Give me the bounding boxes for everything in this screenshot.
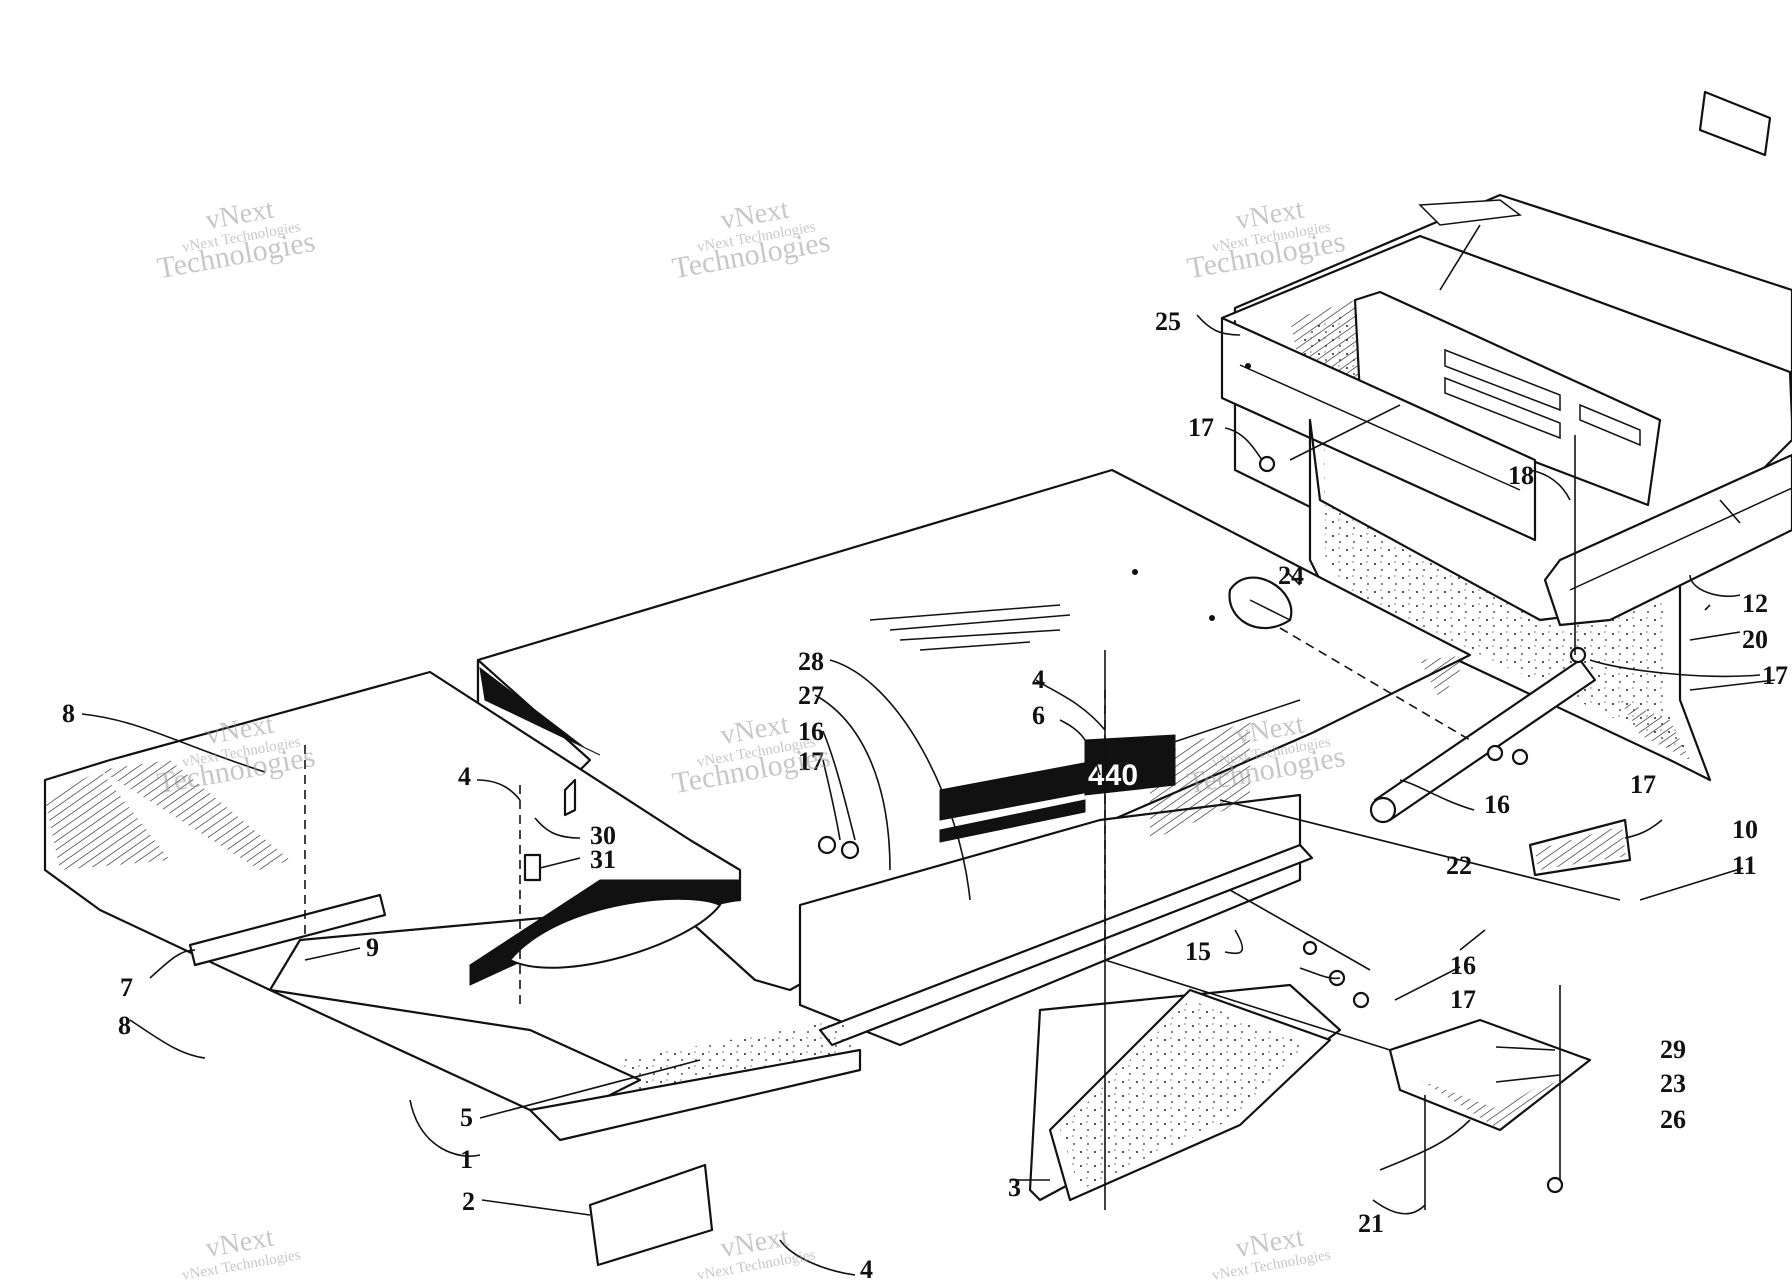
model-badge bbox=[1084, 734, 1176, 796]
callout-1: 1 bbox=[460, 1145, 473, 1174]
callout-16-mid: 16 bbox=[1484, 790, 1510, 819]
callout-9: 9 bbox=[366, 933, 379, 962]
callout-17-mid: 17 bbox=[1630, 770, 1656, 799]
callout-12: 12 bbox=[1742, 589, 1768, 618]
left-panel-assembly bbox=[43, 455, 1632, 1267]
watermark: vNext vNext Technologies bbox=[181, 1222, 302, 1280]
callout-leaders bbox=[81, 314, 1776, 1276]
callout-6: 6 bbox=[1032, 701, 1045, 730]
callout-3: 3 bbox=[1008, 1173, 1021, 1202]
rear-frame-assembly bbox=[1220, 90, 1792, 782]
callout-29: 23 bbox=[1660, 1069, 1686, 1098]
callout-11: 11 bbox=[1732, 851, 1757, 880]
callout-23: 24 bbox=[1278, 561, 1304, 590]
fastener-lines bbox=[304, 224, 1621, 1210]
callout-10: 10 bbox=[1732, 815, 1758, 844]
callout-17-right: 17 bbox=[1762, 661, 1788, 690]
callout-31: 31 bbox=[590, 845, 616, 874]
callout-27: 28 bbox=[798, 647, 824, 676]
callout-17-left: 17 bbox=[798, 747, 824, 776]
callout-16-left: 16 bbox=[798, 717, 824, 746]
callout-labels: 8 4 30 31 9 7 8 5 1 2 4 28 27 16 17 4 6 … bbox=[62, 307, 1788, 1280]
mounting-plate bbox=[588, 1163, 714, 1267]
callout-4-center: 4 bbox=[1032, 665, 1045, 694]
callout-7: 7 bbox=[120, 973, 133, 1002]
callout-20: 20 bbox=[1742, 625, 1768, 654]
model-badge-text: 440 bbox=[1088, 759, 1138, 792]
watermark: vNext vNext Technologies Technologies bbox=[670, 194, 833, 286]
callout-17-top: 17 bbox=[1188, 413, 1214, 442]
callout-8-upper: 8 bbox=[62, 699, 75, 728]
watermark: vNext vNext Technologies Technologies bbox=[155, 194, 318, 286]
callout-21: 21 bbox=[1358, 1209, 1384, 1238]
callout-26: 27 bbox=[798, 681, 824, 710]
callout-24: 25 bbox=[1155, 307, 1181, 336]
callout-18: 18 bbox=[1508, 461, 1534, 490]
callout-4-left: 4 bbox=[458, 762, 471, 791]
callout-5: 5 bbox=[460, 1103, 473, 1132]
callout-30: 30 bbox=[590, 821, 616, 850]
callout-16-low: 16 bbox=[1450, 951, 1476, 980]
callout-25: 26 bbox=[1660, 1105, 1686, 1134]
callout-4-bottom: 4 bbox=[860, 1255, 873, 1280]
callout-15: 15 bbox=[1185, 937, 1211, 966]
callout-2: 2 bbox=[462, 1187, 475, 1216]
callout-28: 29 bbox=[1660, 1035, 1686, 1064]
callout-22: 22 bbox=[1446, 851, 1472, 880]
callout-8-lower: 8 bbox=[118, 1011, 131, 1040]
callout-17-low: 17 bbox=[1450, 985, 1476, 1014]
watermark: vNext vNext Technologies bbox=[1211, 1222, 1332, 1280]
